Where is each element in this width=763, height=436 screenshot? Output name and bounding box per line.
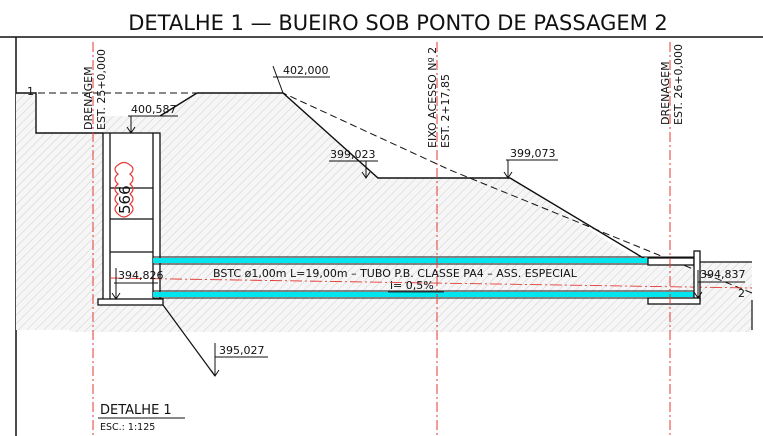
section-mark-left: 1 <box>27 85 34 98</box>
elevation-low-left: 399,023 <box>329 148 378 179</box>
left-axis-label: DRENAGEM <box>82 66 95 130</box>
detail-scale: ESC.: 1:125 <box>100 422 155 433</box>
right-axis-label: DRENAGEM <box>659 61 672 125</box>
elevation-bottom-text: 395,027 <box>219 344 265 357</box>
elevation-bottom: 395,027 <box>162 304 268 377</box>
revision-cloud <box>114 161 134 218</box>
elevation-top-text: 402,000 <box>283 64 329 77</box>
elevation-low-right: 399,073 <box>503 147 558 179</box>
right-axis-station: EST. 26+0,000 <box>672 44 685 125</box>
elevation-low-right-text: 399,073 <box>510 147 556 160</box>
elevation-inlet-text: 394,826 <box>118 269 164 282</box>
elevation-outlet-text: 394,837 <box>700 268 746 281</box>
detail-title: DETALHE 1 <box>100 403 172 418</box>
culvert-note: BSTC ø1,00m L=19,00m – TUBO P.B. CLASSE … <box>213 267 578 280</box>
elevation-low-left-text: 399,023 <box>330 148 376 161</box>
elevation-left-top: 400,587 <box>126 103 178 134</box>
center-axis-label: EIXO ACESSO Nº 2 <box>426 47 439 148</box>
elevation-outlet: 394,837 <box>693 268 746 299</box>
slope-label: i= 0,5% <box>390 279 434 292</box>
ground-right <box>700 261 753 330</box>
original-terrain-line <box>16 92 753 294</box>
drawing-title: DETALHE 1 — BUEIRO SOB PONTO DE PASSAGEM… <box>128 11 668 35</box>
culvert-pipe <box>109 256 753 299</box>
left-headwall <box>97 132 164 306</box>
axis-lines <box>92 42 671 436</box>
right-headwall <box>647 250 701 305</box>
revision-tag: 566 <box>116 185 134 214</box>
left-axis-station: EST. 25+0,000 <box>95 49 108 130</box>
center-axis-station: EST. 2+17,85 <box>439 74 452 148</box>
embankment-fill <box>16 93 752 332</box>
elevation-left-top-text: 400,587 <box>131 103 177 116</box>
section-mark-right: 2 <box>738 287 745 300</box>
ground-line <box>16 92 651 263</box>
elevation-inlet: 394,826 <box>111 268 164 300</box>
elevation-top: 402,000 <box>272 64 330 94</box>
